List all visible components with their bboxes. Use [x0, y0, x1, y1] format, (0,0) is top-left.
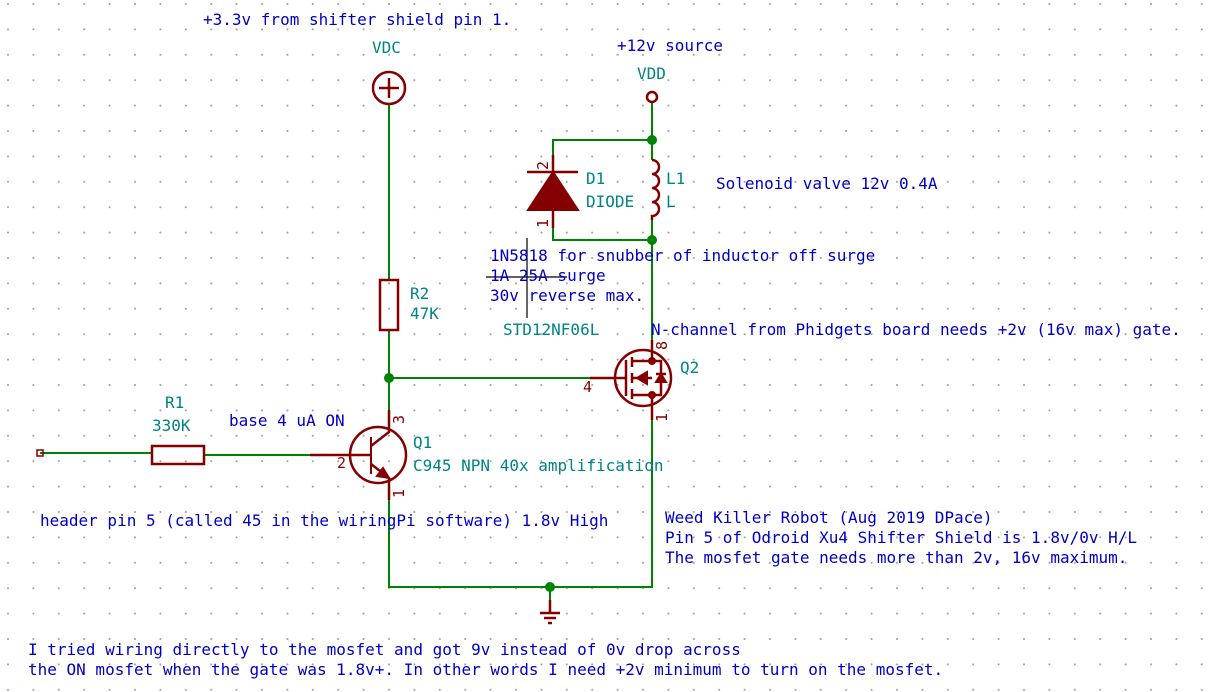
vdc-power-symbol[interactable] — [371, 70, 407, 106]
d1-pin-a: 1 — [534, 219, 552, 228]
note-bottom-2: the ON mosfet when the gate was 1.8v+. I… — [28, 660, 943, 679]
note-snubber-2: 1A 25A surge — [490, 266, 606, 285]
title-line-3: The mosfet gate needs more than 2v, 16v … — [665, 548, 1127, 567]
d1-pin-k: 2 — [534, 161, 552, 170]
input-pin-marker[interactable] — [36, 449, 44, 457]
inductor-l1[interactable] — [650, 158, 661, 220]
q1-pin-b: 2 — [337, 454, 346, 472]
note-supply-33: +3.3v from shifter shield pin 1. — [203, 10, 511, 29]
q1-pin-c: 3 — [390, 415, 408, 424]
l1-ref: L1 — [666, 169, 685, 188]
note-base-current: base 4 uA ON — [229, 411, 345, 430]
transistor-q1[interactable] — [310, 410, 408, 500]
note-solenoid: Solenoid valve 12v 0.4A — [716, 174, 938, 193]
title-line-1: Weed Killer Robot (Aug 2019 DPace) — [665, 508, 993, 527]
q2-value: STD12NF06L — [503, 320, 599, 339]
note-header-pin: header pin 5 (called 45 in the wiringPi … — [40, 511, 608, 530]
l1-value: L — [666, 192, 676, 211]
d1-value: DIODE — [586, 192, 634, 211]
vdd-label: VDD — [637, 64, 666, 83]
r2-ref: R2 — [410, 284, 429, 303]
mosfet-q2[interactable] — [590, 340, 673, 420]
r1-ref: R1 — [165, 393, 184, 412]
junctions — [384, 135, 657, 592]
ground-symbol[interactable] — [540, 600, 560, 625]
q1-pin-e: 1 — [390, 489, 408, 498]
q2-ref: Q2 — [680, 358, 699, 377]
note-supply-12: +12v source — [617, 36, 723, 55]
q2-pin-d: 8 — [653, 341, 671, 350]
d1-ref: D1 — [586, 169, 605, 188]
diode-d1[interactable] — [526, 155, 580, 228]
note-snubber-1: 1N5818 for snubber of inductor off surge — [490, 246, 875, 265]
note-crosshair — [486, 238, 567, 318]
q1-ref: Q1 — [413, 433, 432, 452]
note-nchannel: N-channel from Phidgets board needs +2v … — [651, 320, 1181, 339]
r1-value: 330K — [152, 416, 191, 435]
resistor-r2[interactable] — [378, 278, 400, 332]
q1-value: C945 NPN 40x amplification — [413, 456, 663, 475]
q2-pin-s: 1 — [653, 413, 671, 422]
title-line-2: Pin 5 of Odroid Xu4 Shifter Shield is 1.… — [665, 528, 1137, 547]
note-snubber-3: 30v reverse max. — [490, 286, 644, 305]
vdd-power-symbol[interactable] — [645, 90, 659, 104]
q2-pin-g: 4 — [583, 378, 592, 396]
r2-value: 47K — [410, 304, 439, 323]
vdc-label: VDC — [372, 38, 401, 57]
note-bottom-1: I tried wiring directly to the mosfet an… — [28, 640, 741, 659]
resistor-r1[interactable] — [150, 444, 206, 466]
